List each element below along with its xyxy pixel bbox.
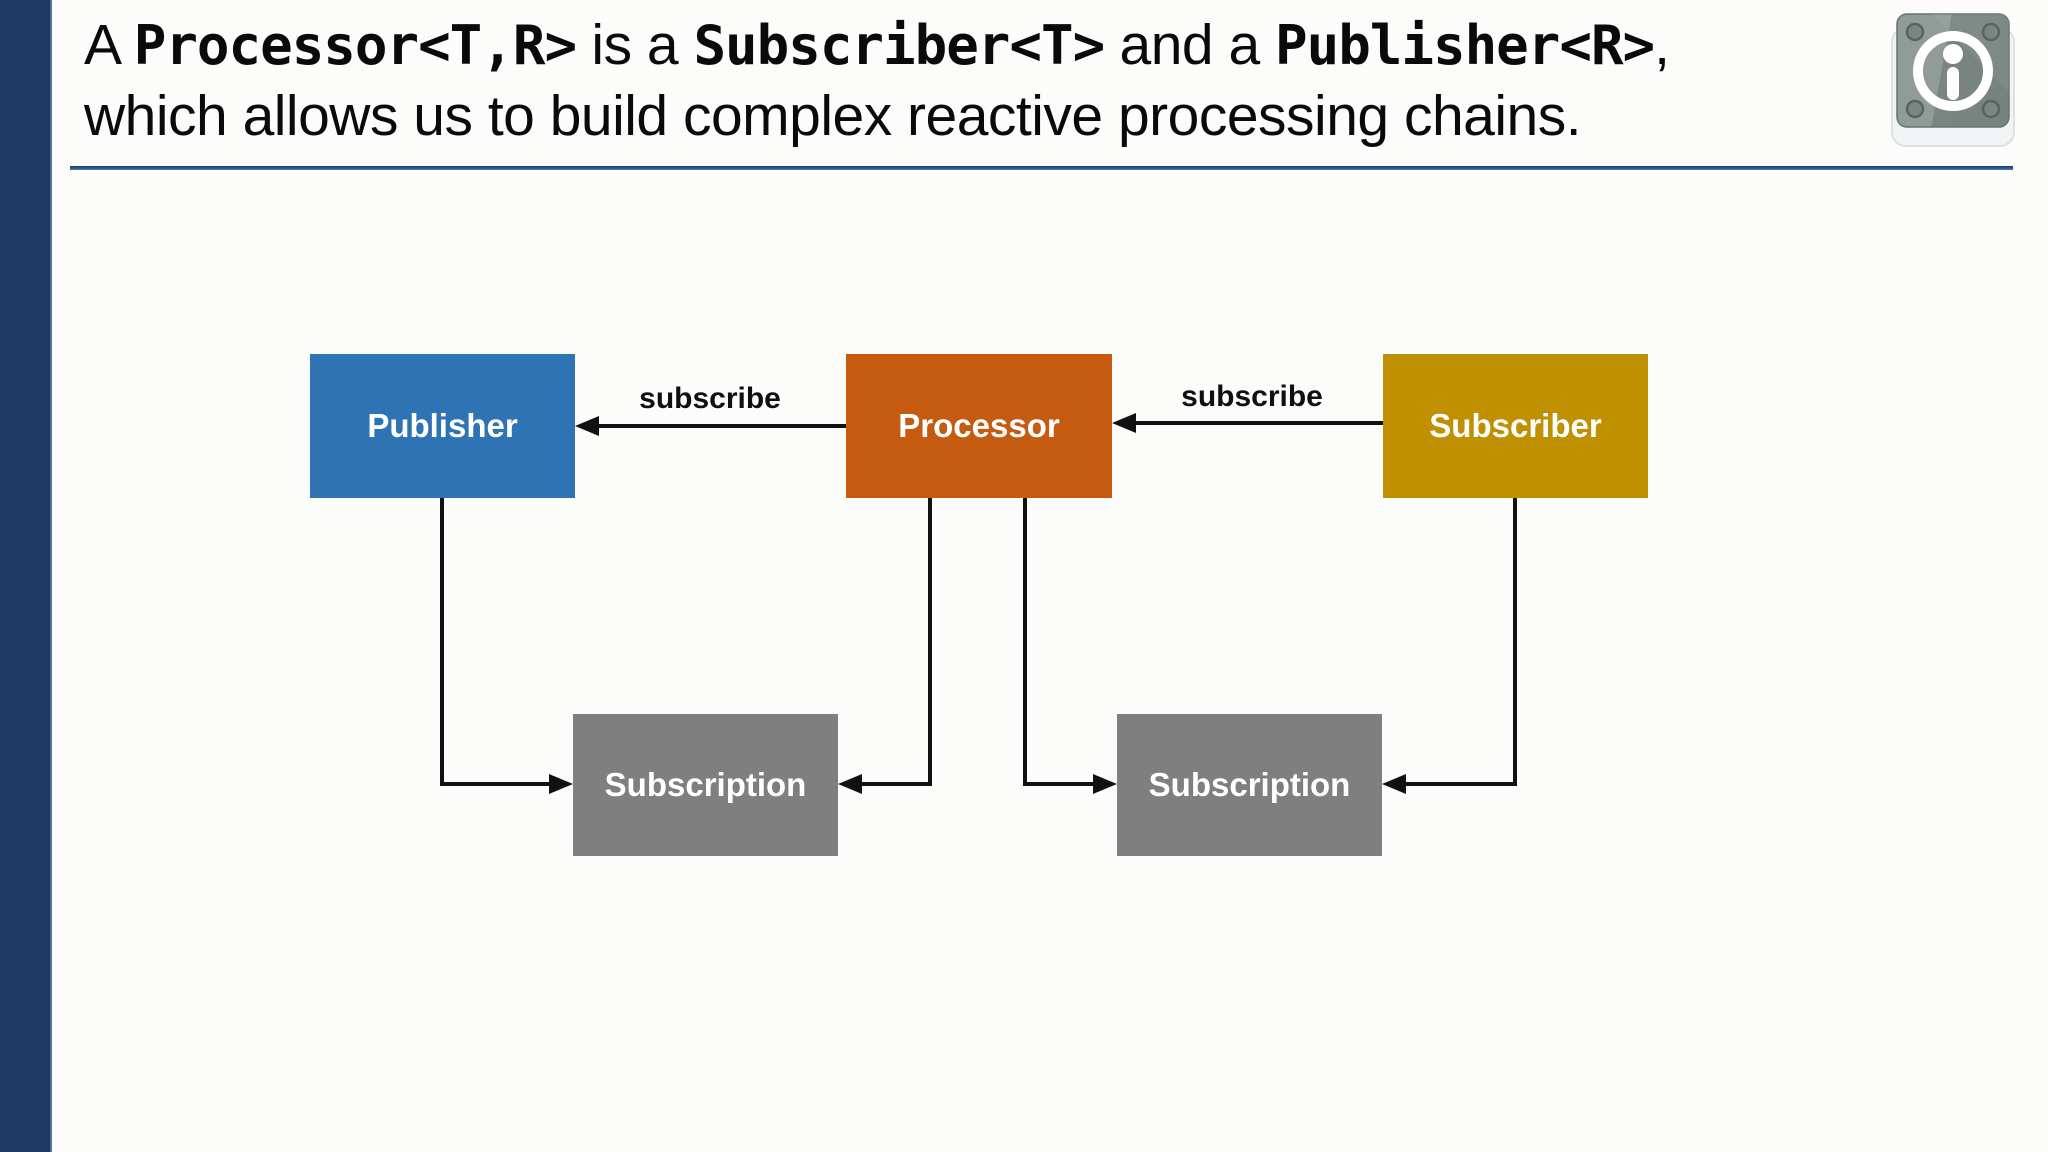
- edge-subscriber-to-subscription: [1404, 498, 1517, 786]
- arrowhead: [1093, 774, 1117, 794]
- title-code-subscriber: Subscriber<T>: [693, 14, 1105, 77]
- info-icon: [1891, 13, 2015, 147]
- edge-processor-to-subscription-left: [860, 498, 932, 786]
- arrowhead: [1382, 774, 1406, 794]
- title-code-processor: Processor<T,R>: [133, 14, 577, 77]
- arrowhead: [1112, 413, 1136, 433]
- edge-label-subscribe-right: subscribe: [1181, 380, 1323, 413]
- edge-processor-to-subscription-right: [1023, 498, 1096, 786]
- icon-info-stem: [1947, 67, 1959, 100]
- sidebar-accent-bar: [0, 0, 52, 1152]
- node-subscription-left: Subscription: [573, 714, 838, 856]
- node-subscriber: Subscriber: [1383, 354, 1648, 498]
- title-text: A: [84, 13, 134, 77]
- icon-info-dot: [1943, 44, 1963, 64]
- node-label: Publisher: [367, 407, 518, 444]
- title-line-1: A Processor<T,R> is a Subscriber<T> and …: [84, 10, 1884, 81]
- title-line-2: which allows us to build complex reactiv…: [84, 84, 1582, 148]
- title-underline: [70, 166, 2013, 170]
- arrowhead: [838, 774, 862, 794]
- arrowhead: [549, 774, 573, 794]
- edge-publisher-to-subscription: [440, 498, 552, 786]
- slide-title: A Processor<T,R> is a Subscriber<T> and …: [84, 10, 1884, 152]
- title-code-publisher: Publisher<R>: [1275, 14, 1655, 77]
- icon-screw: [1905, 99, 1925, 119]
- node-subscription-right: Subscription: [1117, 714, 1382, 856]
- node-label: Subscription: [604, 766, 807, 803]
- node-publisher: Publisher: [310, 354, 575, 498]
- title-text: ,: [1654, 13, 1670, 77]
- edge-label-subscribe-left: subscribe: [639, 382, 781, 415]
- node-label: Processor: [898, 407, 1060, 444]
- node-label: Subscription: [1148, 766, 1351, 803]
- node-processor: Processor: [846, 354, 1112, 498]
- icon-screw: [1981, 99, 2001, 119]
- icon-screw: [1905, 22, 1925, 42]
- title-text: and a: [1104, 13, 1275, 77]
- title-text: is a: [576, 13, 694, 77]
- node-label: Subscriber: [1429, 407, 1602, 444]
- arrowhead: [575, 416, 599, 436]
- icon-ring: [1913, 31, 1993, 111]
- icon-screw: [1981, 22, 2001, 42]
